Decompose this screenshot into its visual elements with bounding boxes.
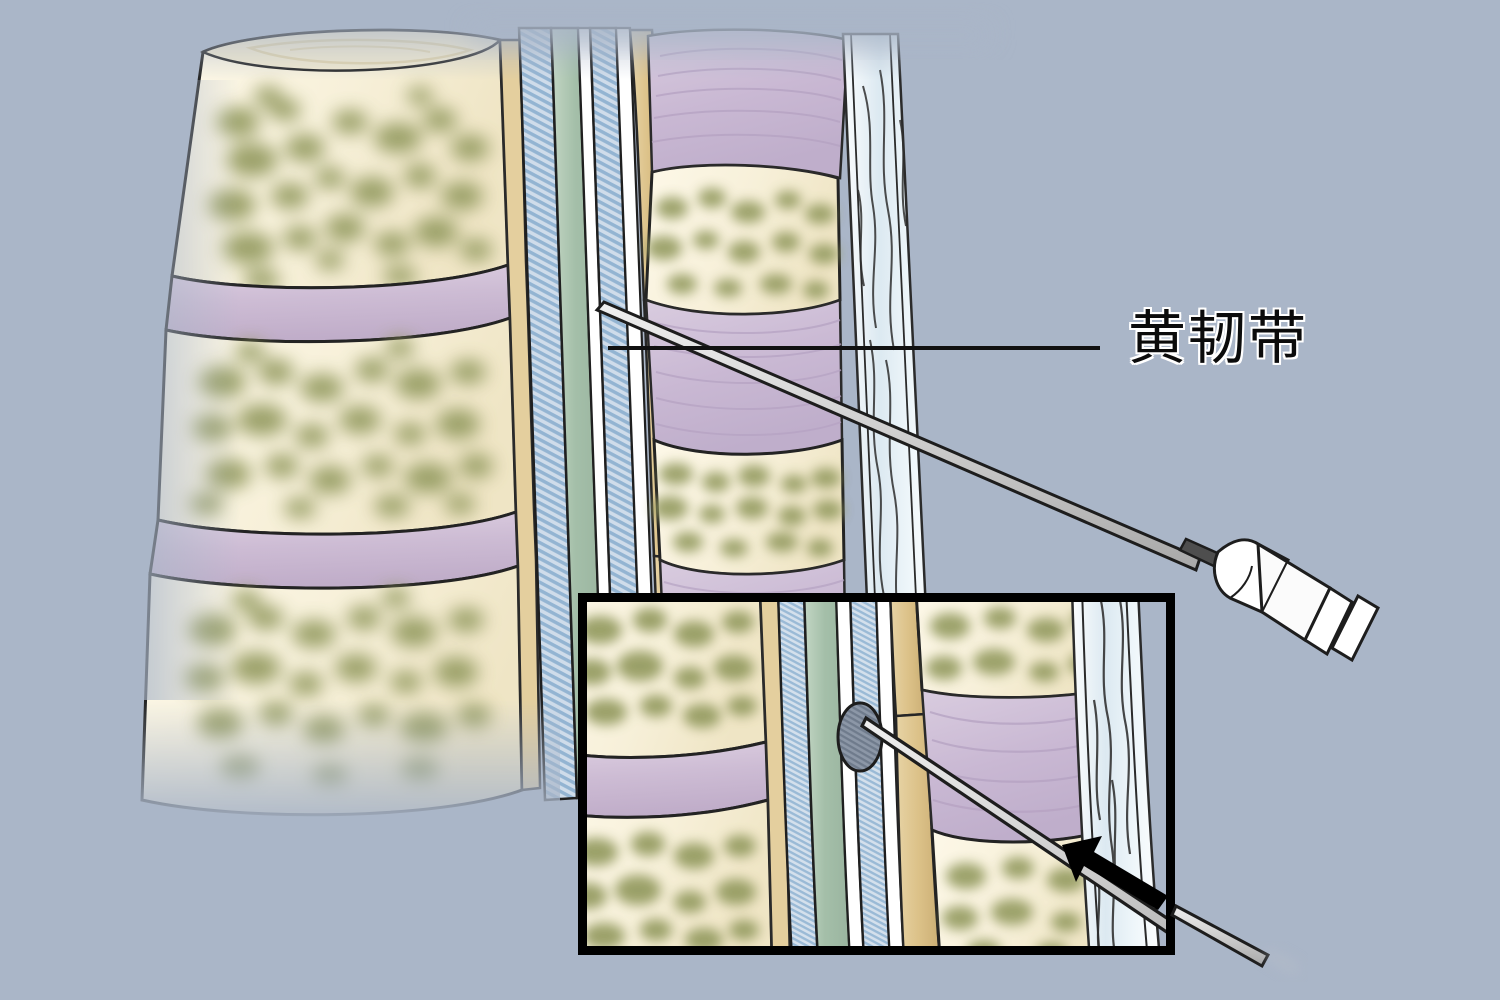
interspinous-ligament-upper — [646, 28, 850, 180]
inset-anterior-bodies — [583, 598, 792, 950]
supraspinous-ligament-arrow — [1062, 836, 1168, 910]
inset-needle — [859, 715, 1170, 937]
epidural-needle — [594, 300, 1380, 663]
vertebral-column-anterior — [140, 28, 542, 817]
upper-spinous-process — [644, 163, 842, 316]
middle-vertebral-body — [156, 315, 518, 536]
middle-spinous-process — [652, 437, 846, 576]
label-ligamentum-flavum: 黄韧带 — [1128, 304, 1309, 372]
lower-vertebral-body — [140, 563, 524, 817]
needle-tail-outside-inset — [1170, 903, 1300, 976]
trabecular-bone-upper — [208, 86, 492, 291]
trabecular-bone-middle — [189, 338, 493, 518]
inset-border — [578, 593, 1175, 955]
interspinous-ligament-middle — [644, 298, 844, 456]
trabecular-bone-lower — [184, 588, 491, 787]
epidural-space-bubble — [836, 701, 884, 773]
upper-vertebral-body — [170, 28, 510, 291]
magnified-inset — [578, 593, 1175, 955]
inset-spinal-canal-layers — [776, 598, 905, 950]
needle-hub — [1213, 538, 1380, 663]
